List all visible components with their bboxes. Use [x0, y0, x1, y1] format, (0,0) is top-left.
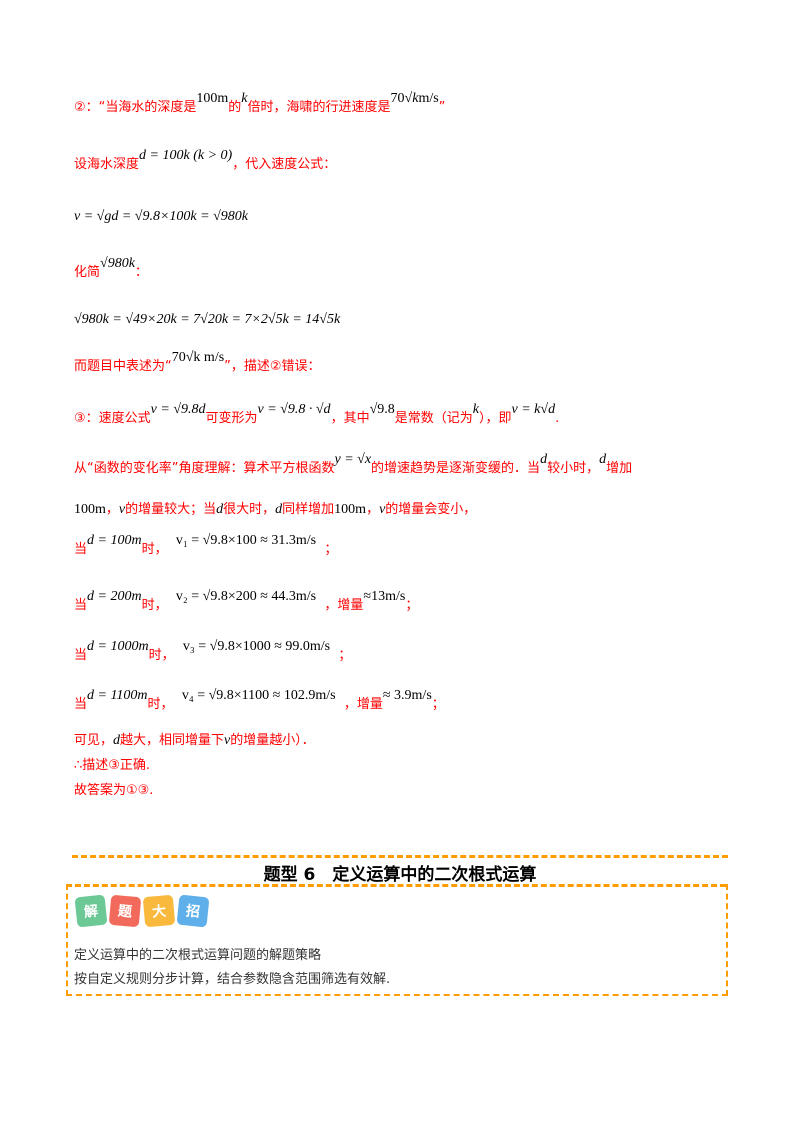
section-top-divider: [72, 855, 728, 858]
example-d-1100: 当d = 1100m时， v₄ = √9.8×1100 ≈ 102.9m/s ，…: [74, 688, 445, 712]
simplify-steps: √980k = √49×20k = 7√20k = 7×2√5k = 14√5k: [74, 312, 341, 327]
final-answer: 故答案为①③.: [74, 783, 154, 798]
example-d-100: 当d = 100m时， v₁ = √9.8×100 ≈ 31.3m/s ；: [74, 533, 338, 557]
statement-3-correct: ∴描述③正确.: [74, 758, 151, 773]
increment-explanation: 100m，v的增量较大；当d很大时，d同样增加100m，v的增量会变小，: [74, 502, 477, 517]
strategy-box: [66, 884, 728, 996]
tips-badge-group: 解 题 大 招: [74, 894, 210, 928]
depth-assumption: 设海水深度d = 100k (k > 0)，代入速度公式：: [74, 148, 337, 172]
example-d-200: 当d = 200m时， v₂ = √9.8×200 ≈ 44.3m/s ，增量≈…: [74, 589, 419, 613]
badge-da: 大: [142, 894, 176, 928]
statement-3-formula: ③：速度公式v = √9.8d可变形为v = √9.8 · √d，其中√9.8是…: [74, 402, 560, 426]
statement-2-quote: ②：“当海水的深度是100m的k倍时，海啸的行进速度是70√km/s”: [74, 91, 446, 115]
strategy-title: 定义运算中的二次根式运算问题的解题策略: [74, 948, 322, 963]
section-title: 题型 6 定义运算中的二次根式运算: [263, 865, 537, 885]
simplify-label: 化简√980k：: [74, 256, 148, 280]
example-d-1000: 当d = 1000m时， v₃ = √9.8×1000 ≈ 99.0m/s ；: [74, 639, 352, 663]
badge-jie: 解: [74, 894, 108, 928]
conclusion-text: 可见，d越大，相同增量下v的增量越小）．: [74, 733, 315, 748]
strategy-text: 按自定义规则分步计算，结合参数隐含范围筛选有效解.: [74, 972, 391, 987]
statement-2-conclusion: 而题目中表述为“70√k m/s”，描述②错误：: [74, 350, 321, 374]
rate-of-change-explanation: 从“函数的变化率”角度理解：算术平方根函数y = √x的增速趋势是逐渐变缓的．当…: [74, 452, 633, 476]
velocity-formula: v = √gd = √9.8×100k = √980k: [74, 209, 248, 224]
section-bottom-divider: [66, 884, 726, 887]
badge-zhao: 招: [176, 894, 210, 928]
badge-ti: 题: [108, 894, 142, 928]
